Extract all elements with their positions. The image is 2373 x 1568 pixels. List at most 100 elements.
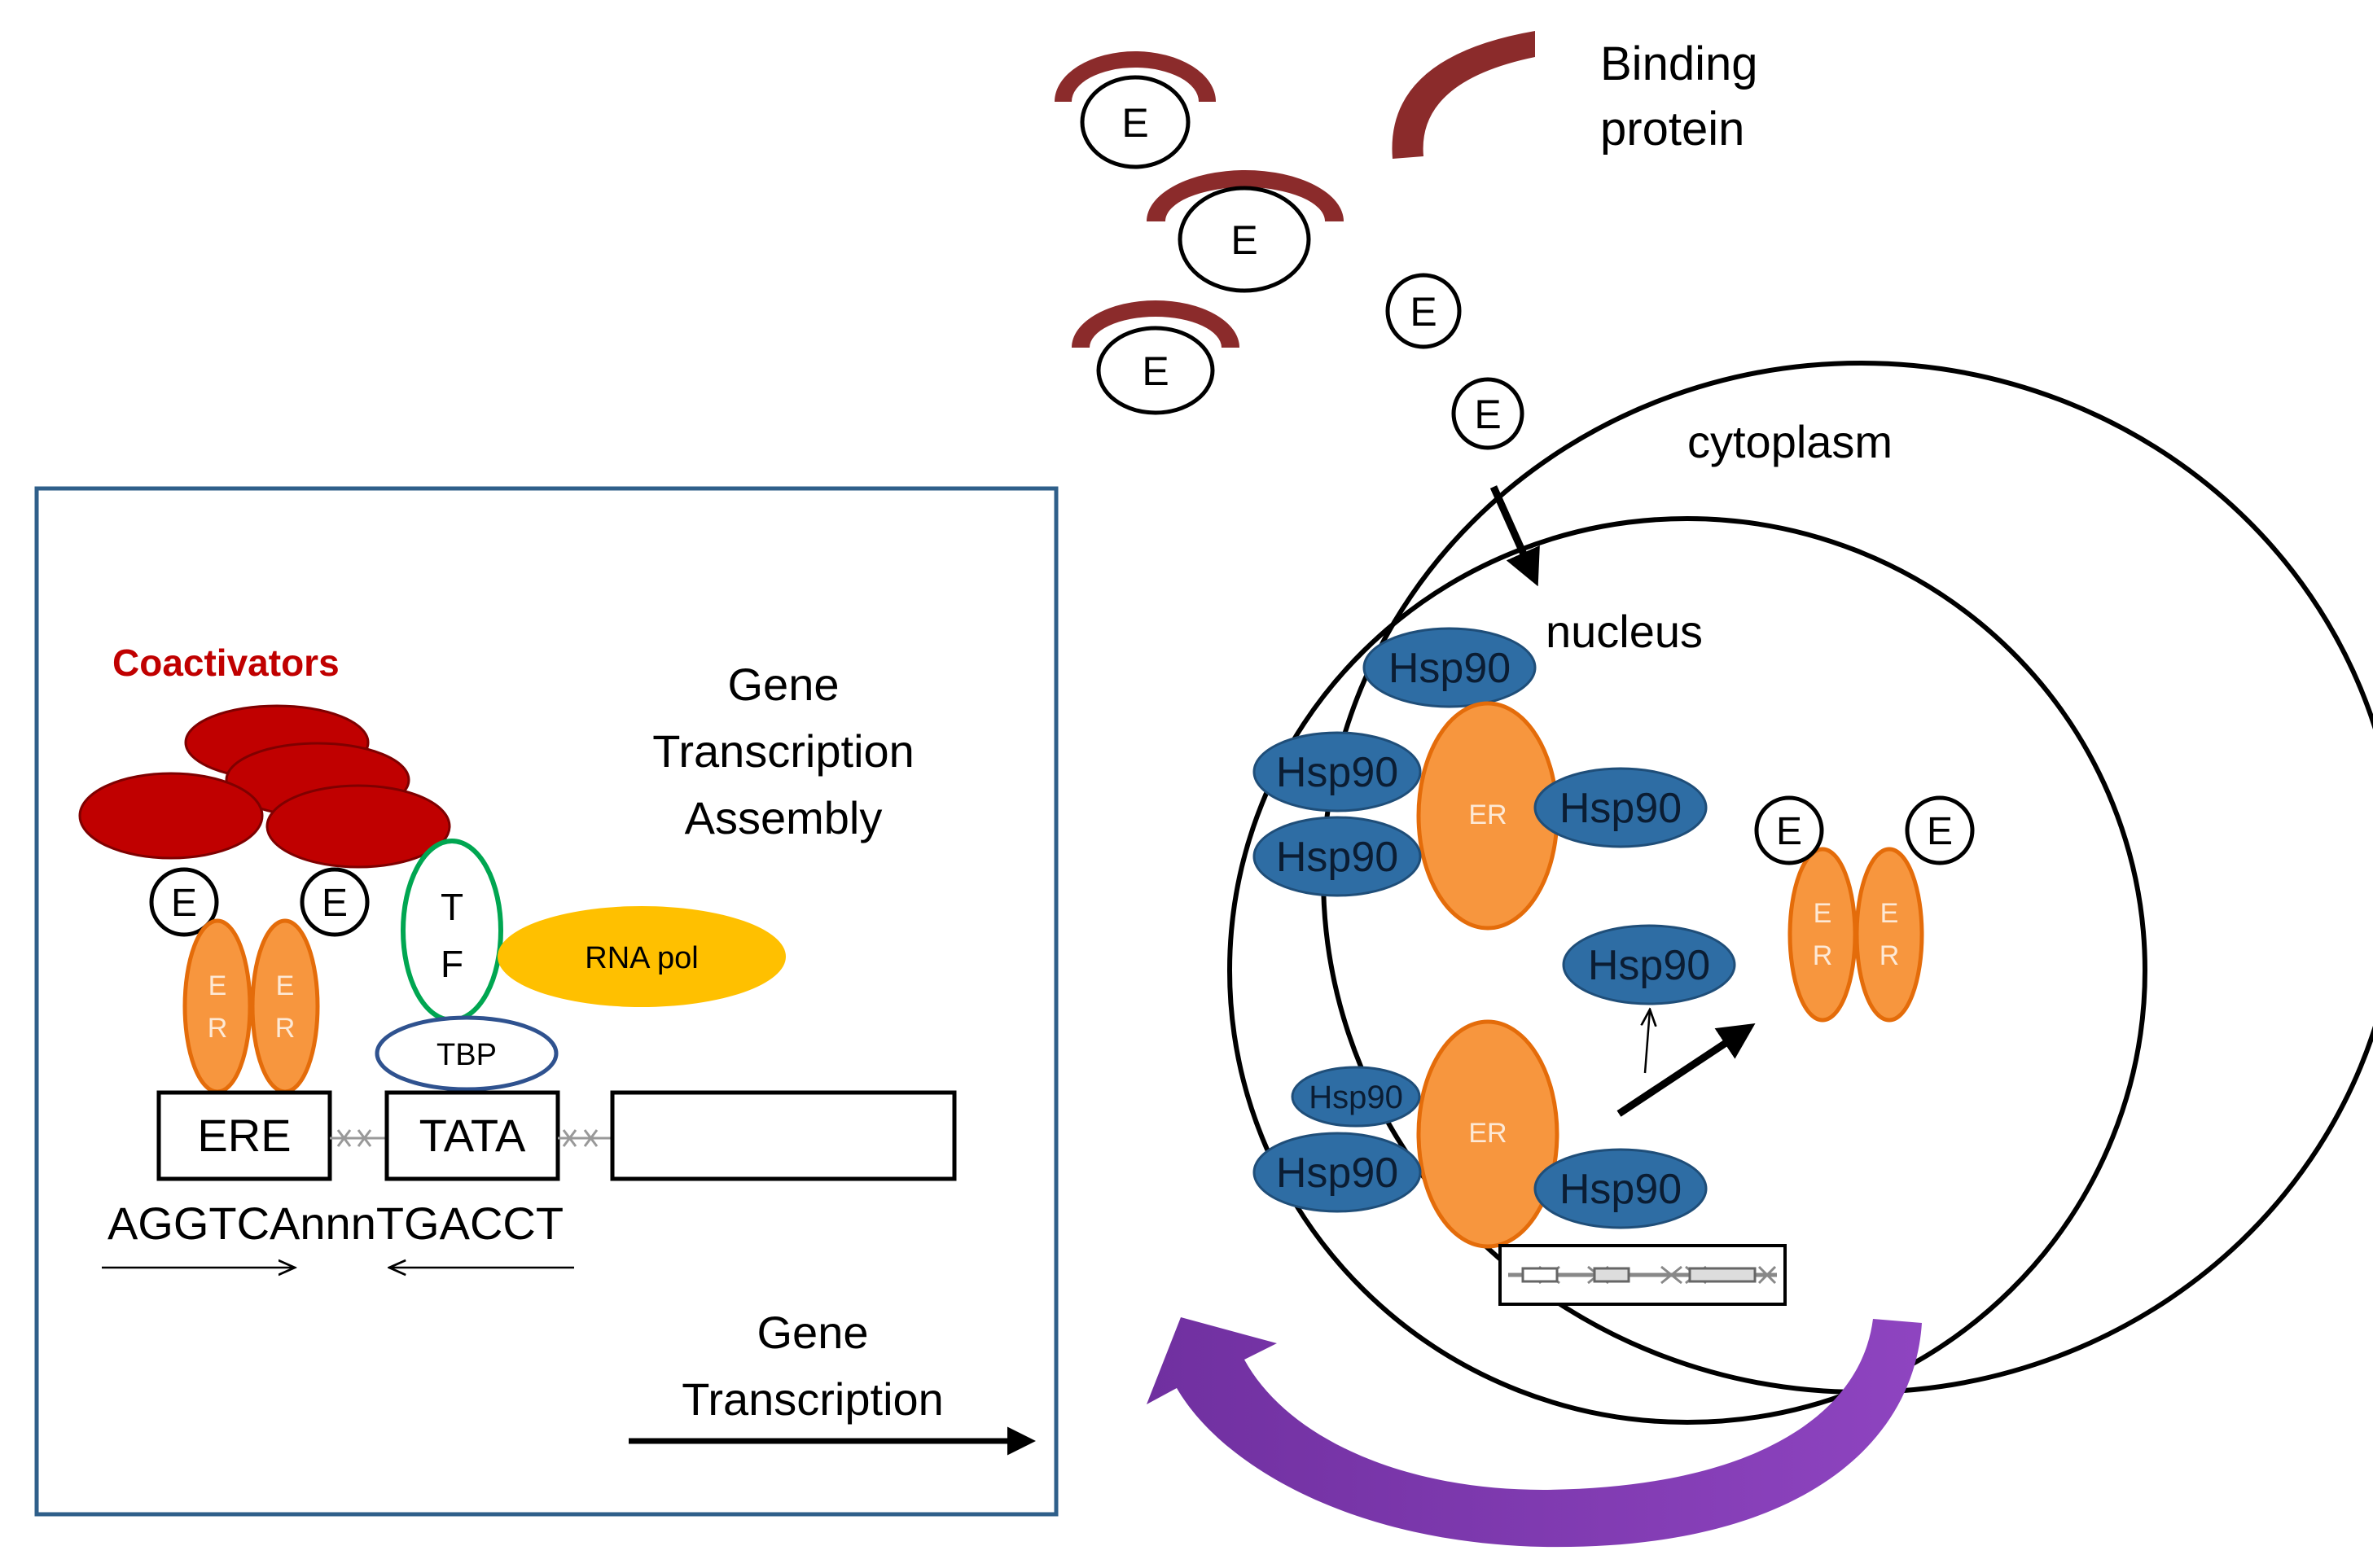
- binding-protein-label: protein: [1600, 103, 1744, 155]
- tf-oval: [401, 839, 503, 1023]
- estrogen-circle: [300, 867, 370, 937]
- free-binding-protein: [1392, 31, 1535, 159]
- bound-estrogen-1: E: [1055, 51, 1216, 169]
- coactivators-label: Coactivators: [112, 642, 340, 684]
- binding-protein-label: Binding: [1600, 37, 1757, 90]
- estrogen-circle: [1905, 795, 1975, 865]
- estrogen-label: E: [1474, 392, 1501, 437]
- er-letter: R: [1880, 940, 1900, 971]
- entry-arrow: [1489, 485, 1540, 587]
- estrogen-receptor: [1416, 1019, 1559, 1249]
- estrogen-label: E: [1927, 810, 1953, 853]
- promoter-dna: ERE TATA: [156, 1090, 957, 1181]
- released-hsp90: Hsp90: [1562, 924, 1736, 1005]
- tbp-label: TBP: [436, 1038, 497, 1072]
- dna-box: [1593, 1267, 1630, 1283]
- er-activation-arrow: [1616, 1023, 1756, 1117]
- cytoplasm-label: cytoplasm: [1687, 416, 1893, 467]
- estrogen-label: E: [1230, 217, 1257, 263]
- er-dimer-with-estrogen: E R E R E E: [1754, 795, 1975, 1023]
- estrogen-circle: [1451, 377, 1524, 450]
- estrogen-label: E: [1142, 348, 1169, 394]
- hsp90: [1533, 767, 1708, 848]
- estrogen-label: E: [171, 882, 197, 925]
- entering-estrogen: E: [1451, 377, 1524, 450]
- assembly-label: Transcription: [652, 725, 915, 777]
- tata-binding-protein: TBP: [375, 1015, 559, 1092]
- ere-sequence: AGGTCAnnnTGACCT: [107, 1198, 564, 1249]
- ere-box: [156, 1090, 332, 1181]
- estrogen-circle: [1096, 326, 1215, 415]
- coactivator: [78, 772, 264, 860]
- bound-estrogen-2: E: [1147, 170, 1344, 293]
- hsp90: [1252, 1132, 1422, 1213]
- estrogen-circle: [149, 867, 219, 937]
- transcription-factor: T F: [401, 839, 503, 1023]
- hsp90: [1562, 924, 1736, 1005]
- er-letter: E: [208, 970, 227, 1001]
- estrogen-receptor: [1787, 847, 1858, 1023]
- rna-pol-label: RNA pol: [585, 941, 698, 975]
- er-letter: E: [1880, 898, 1899, 929]
- tata-label: TATA: [419, 1110, 526, 1161]
- hsp90-label: Hsp90: [1588, 942, 1710, 989]
- dna-box: [1521, 1267, 1559, 1283]
- free-estrogen: E: [1385, 273, 1462, 349]
- rna-pol-oval: [498, 906, 786, 1007]
- estrogen-circle: [1080, 75, 1191, 169]
- nuclear-dna: [1498, 1244, 1787, 1306]
- estrogen-label: E: [1121, 100, 1148, 146]
- er-letter: R: [275, 1013, 296, 1044]
- hsp90: [1533, 1148, 1708, 1229]
- binding-protein-cap: [1147, 170, 1344, 221]
- binding-protein-cap: [1055, 51, 1216, 102]
- tbp-oval: [375, 1015, 559, 1092]
- er-letter: R: [208, 1013, 228, 1044]
- assembly-label: Assembly: [685, 792, 883, 843]
- er-label: ER: [1468, 1118, 1507, 1149]
- tf-letter: T: [441, 886, 463, 928]
- estrogen-label: E: [1776, 810, 1802, 853]
- er-label: ER: [1468, 799, 1507, 830]
- nucleus-label: nucleus: [1546, 606, 1703, 657]
- coactivator-cluster: [78, 704, 451, 869]
- dna-box: [1688, 1267, 1757, 1283]
- binding-protein-cap: [1072, 300, 1239, 348]
- er-dimer-on-ere: E E E R E R: [149, 867, 370, 1094]
- bound-estrogen-3: E: [1072, 300, 1239, 415]
- hsp90: [1362, 627, 1537, 708]
- estrogen-receptor: [182, 918, 252, 1094]
- tf-letter: F: [441, 943, 463, 985]
- hsp90-label: Hsp90: [1559, 1166, 1682, 1213]
- assembly-label: Gene: [728, 659, 840, 710]
- er-letter: E: [1814, 898, 1832, 929]
- hsp90-label: Hsp90: [1309, 1080, 1403, 1115]
- hsp90-label: Hsp90: [1276, 834, 1398, 881]
- hsp90-label: Hsp90: [1276, 749, 1398, 796]
- estrogen-label: E: [322, 882, 348, 925]
- dna-linker: [558, 1129, 612, 1147]
- er-letter: E: [276, 970, 295, 1001]
- hsp90-label: Hsp90: [1388, 645, 1511, 692]
- gene-transcription-label: Transcription: [682, 1373, 944, 1425]
- estrogen-receptor: [250, 918, 320, 1094]
- er-hsp90-complex-lower: ER Hsp90 Hsp90 Hsp90: [1252, 1019, 1708, 1249]
- dna-linker: [330, 1129, 387, 1147]
- hsp90: [1252, 731, 1422, 812]
- estrogen-label: E: [1410, 289, 1437, 335]
- gene-transcription-panel: [34, 486, 1059, 1517]
- hsp90-label: Hsp90: [1276, 1150, 1398, 1197]
- nucleus-membrane: [1227, 516, 2147, 1425]
- hsp90: [1291, 1066, 1421, 1128]
- tata-box: [384, 1090, 560, 1181]
- ere-label: ERE: [197, 1110, 291, 1161]
- er-letter: R: [1813, 940, 1833, 971]
- gene-box: [610, 1090, 957, 1181]
- rna-polymerase: RNA pol: [498, 906, 786, 1007]
- er-hsp90-complex-upper: Hsp90 ER Hsp90 Hsp90 Hsp90: [1252, 627, 1708, 931]
- coactivator: [265, 784, 451, 869]
- hsp90-label: Hsp90: [1559, 785, 1682, 832]
- hsp90-release-arrow: [1645, 1010, 1650, 1074]
- estrogen-circle: [1385, 273, 1462, 349]
